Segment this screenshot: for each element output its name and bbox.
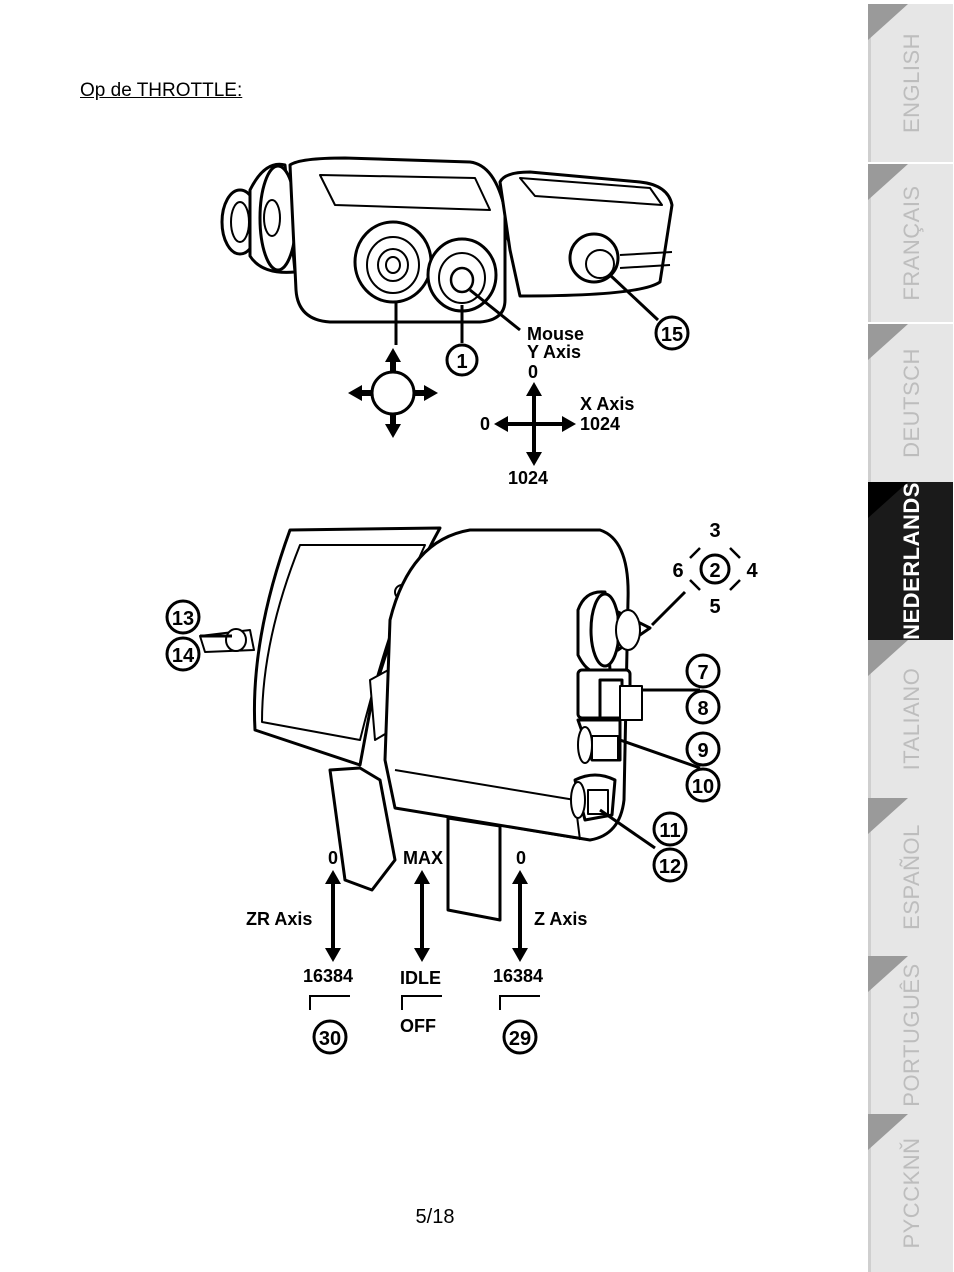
- z-axis-label: Z Axis: [534, 909, 587, 929]
- svg-text:3: 3: [709, 520, 720, 542]
- callout-11: 11: [652, 811, 688, 847]
- button-30-label: 30: [319, 1028, 341, 1050]
- svg-text:12: 12: [659, 856, 681, 878]
- svg-text:0: 0: [328, 848, 338, 868]
- throttle-diagram: 1 15 Mouse Y Axis 0 0 X Axis 1024 1024: [165, 156, 758, 1055]
- svg-text:14: 14: [172, 645, 195, 667]
- throttle-side-view: [199, 526, 652, 922]
- svg-text:2: 2: [709, 560, 720, 582]
- tab-deutsch[interactable]: DEUTSCH: [868, 324, 953, 482]
- z-axis-indicator: 0 Z Axis 16384 29: [493, 848, 587, 1055]
- callout-8: 8: [685, 689, 721, 725]
- tab-label: ESPAÑOL: [899, 824, 924, 930]
- x-axis-min: 0: [480, 414, 490, 434]
- hat-switch-positions: 3 2 4 5 6: [672, 520, 758, 618]
- callout-14: 14: [165, 636, 201, 672]
- callout-13: 13: [165, 599, 201, 635]
- svg-text:10: 10: [692, 776, 714, 798]
- svg-text:8: 8: [697, 698, 708, 720]
- button-29-label: 29: [509, 1028, 531, 1050]
- zr-axis-indicator: 0 ZR Axis 16384 30: [246, 848, 353, 1055]
- tab-label: ITALIANO: [899, 667, 924, 771]
- svg-text:15: 15: [661, 324, 683, 346]
- language-tabs: ENGLISH FRANÇAIS DEUTSCH NEDERLANDS ITAL…: [868, 0, 954, 1272]
- stick-direction-symbol: [348, 348, 438, 438]
- svg-text:16384: 16384: [303, 966, 353, 986]
- x-axis-max: 1024: [580, 414, 620, 434]
- tab-francais[interactable]: FRANÇAIS: [868, 164, 953, 322]
- mouse-label: Mouse: [527, 324, 584, 344]
- svg-text:9: 9: [697, 740, 708, 762]
- svg-text:OFF: OFF: [400, 1016, 436, 1036]
- tab-label: FRANÇAIS: [899, 185, 924, 301]
- page-heading: Op de THROTTLE:: [80, 80, 243, 101]
- page-number: 5/18: [415, 1206, 455, 1228]
- tab-italiano[interactable]: ITALIANO: [868, 640, 953, 798]
- tab-label: ENGLISH: [899, 32, 924, 134]
- zr-axis-label: ZR Axis: [246, 909, 312, 929]
- x-axis-label: X Axis: [580, 394, 634, 414]
- callout-9: 9: [685, 731, 721, 767]
- svg-text:16384: 16384: [493, 966, 543, 986]
- svg-text:13: 13: [172, 608, 194, 630]
- svg-text:0: 0: [516, 848, 526, 868]
- tab-label: PORTUGUÊS: [899, 963, 924, 1107]
- svg-text:1: 1: [456, 351, 467, 373]
- tab-label: PYCCKNŇ: [899, 1137, 924, 1249]
- tab-espanol[interactable]: ESPAÑOL: [868, 798, 953, 956]
- tab-russian[interactable]: PYCCKNŇ: [868, 1114, 953, 1272]
- svg-text:7: 7: [697, 662, 708, 684]
- callout-15: 15: [654, 315, 690, 351]
- throttle-top-view: [220, 156, 674, 324]
- svg-text:4: 4: [746, 560, 758, 582]
- callout-1: 1: [445, 343, 479, 377]
- tab-label: NEDERLANDS: [899, 482, 924, 640]
- throttle-range-indicator: MAX IDLE OFF: [400, 848, 443, 1036]
- tab-portugues[interactable]: PORTUGUÊS: [868, 956, 953, 1114]
- svg-text:11: 11: [659, 820, 680, 842]
- callout-7: 7: [685, 653, 721, 689]
- mouse-axis-cross: [494, 382, 576, 466]
- y-axis-max: 1024: [508, 468, 548, 488]
- svg-text:6: 6: [672, 560, 683, 582]
- y-axis-label: Y Axis: [527, 342, 581, 362]
- callout-10: 10: [685, 767, 721, 803]
- svg-text:MAX: MAX: [403, 848, 443, 868]
- tab-nederlands[interactable]: NEDERLANDS: [868, 482, 953, 640]
- svg-text:5: 5: [709, 596, 720, 618]
- callout-12: 12: [652, 847, 688, 883]
- tab-label: DEUTSCH: [899, 348, 924, 458]
- svg-text:IDLE: IDLE: [400, 968, 441, 988]
- tab-english[interactable]: ENGLISH: [868, 4, 953, 162]
- y-axis-min: 0: [528, 362, 538, 382]
